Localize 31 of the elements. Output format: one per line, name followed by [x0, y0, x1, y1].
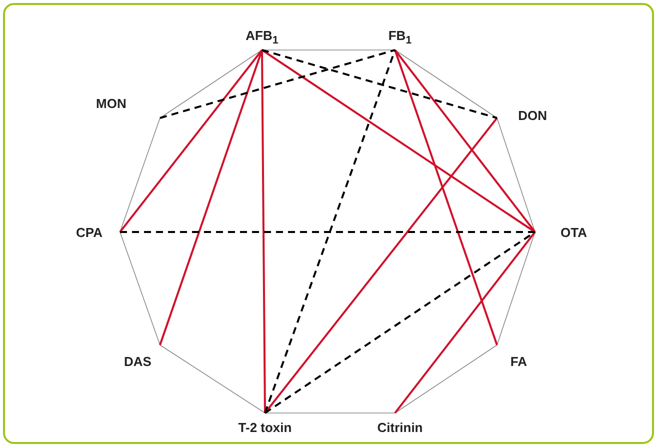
connector-line — [261, 50, 266, 413]
node-label: AFB$_{1}$ — [246, 28, 278, 49]
node-label: DON — [518, 108, 547, 123]
connector-line — [119, 49, 263, 233]
connector-line — [394, 50, 498, 118]
node-label: FB$_{1}$ — [388, 28, 412, 49]
dashed-line — [264, 231, 536, 414]
connector-line — [394, 344, 498, 414]
connector-line — [120, 232, 160, 346]
connector-line — [159, 50, 263, 346]
connector-line — [120, 118, 160, 232]
connector-line — [261, 49, 536, 233]
connector-line — [394, 231, 536, 414]
node-label: MON — [96, 96, 126, 111]
connector-line — [496, 118, 536, 232]
connector-line — [160, 344, 266, 414]
connector-line — [496, 232, 536, 346]
node-label: T-2 toxin — [238, 420, 292, 435]
node-label: DAS — [124, 354, 152, 369]
node-label: FA — [510, 354, 527, 369]
dashed-line — [160, 49, 396, 119]
connector-line — [394, 49, 536, 233]
node-label: Citrinin — [377, 420, 423, 435]
node-label: OTA — [560, 224, 587, 240]
connector-line — [160, 50, 262, 118]
dashed-line — [264, 50, 396, 414]
dashed-line — [262, 49, 498, 119]
connector-line — [394, 50, 498, 346]
node-label: CPA — [76, 224, 102, 240]
dashed-line — [120, 231, 535, 233]
connector-line — [264, 412, 396, 414]
